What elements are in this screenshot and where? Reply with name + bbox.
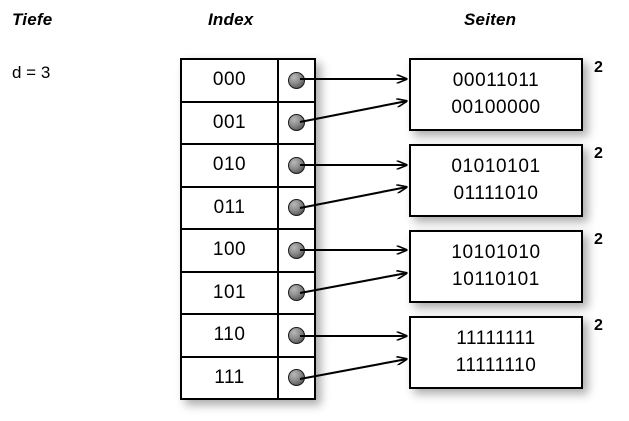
index-pointer-cell[interactable] (279, 358, 314, 399)
pointer-dot-icon (288, 241, 305, 259)
pointer-dot-icon (288, 199, 305, 217)
page-record: 11111110 (455, 354, 537, 376)
index-pointer-cell[interactable] (279, 103, 314, 144)
pointer-dot-icon (288, 326, 305, 344)
page-box[interactable]: 10101010 10110101 (409, 230, 583, 303)
index-row[interactable]: 001 (182, 102, 314, 145)
index-row[interactable]: 000 (182, 60, 314, 103)
index-row[interactable]: 101 (182, 272, 314, 315)
index-pointer-cell[interactable] (279, 188, 314, 229)
pointer-arrow (299, 187, 407, 210)
page-box[interactable]: 11111111 11111110 (409, 316, 583, 389)
page-record: 01111010 (453, 182, 539, 204)
depth-value: d = 3 (12, 63, 51, 82)
index-row[interactable]: 011 (182, 187, 314, 230)
index-directory-table: 000 001 010 011 100 101 110 (180, 58, 316, 400)
index-key: 100 (182, 230, 279, 271)
pointer-dot-icon (288, 369, 305, 387)
page-record: 01010101 (451, 155, 541, 177)
index-key: 010 (182, 145, 279, 186)
column-header-seiten: Seiten (464, 10, 517, 29)
index-pointer-cell[interactable] (279, 145, 314, 186)
index-row[interactable]: 111 (182, 357, 314, 399)
page-local-depth: 2 (594, 145, 603, 162)
page-record: 10110101 (452, 268, 540, 290)
index-row[interactable]: 010 (182, 145, 314, 188)
index-key: 001 (182, 102, 279, 143)
index-row[interactable]: 110 (182, 315, 314, 358)
page-local-depth: 2 (594, 317, 603, 334)
pointer-arrow (299, 273, 407, 295)
page-local-depth: 2 (594, 231, 603, 248)
index-key: 011 (182, 187, 279, 228)
page-record: 11111111 (456, 327, 536, 349)
index-row[interactable]: 100 (182, 230, 314, 273)
page-box[interactable]: 01010101 01111010 (409, 144, 583, 217)
column-header-index: Index (208, 10, 254, 29)
index-key: 111 (182, 357, 279, 398)
index-pointer-cell[interactable] (279, 230, 314, 271)
index-key: 110 (182, 315, 279, 356)
page-record: 10101010 (451, 241, 541, 263)
pointer-dot-icon (288, 71, 305, 89)
pointer-dot-icon (288, 114, 305, 132)
index-key: 101 (182, 272, 279, 313)
pointer-dot-icon (288, 156, 305, 174)
index-key: 000 (182, 60, 279, 101)
index-pointer-cell[interactable] (279, 273, 314, 314)
page-record: 00100000 (451, 96, 541, 118)
page-box[interactable]: 00011011 00100000 (409, 58, 583, 131)
pointer-arrow (299, 359, 407, 381)
page-local-depth: 2 (594, 59, 603, 76)
pointer-dot-icon (288, 284, 305, 302)
index-pointer-cell[interactable] (279, 315, 314, 356)
index-pointer-cell[interactable] (279, 60, 314, 101)
pointer-arrow (299, 101, 407, 124)
page-record: 00011011 (452, 69, 540, 91)
column-header-tiefe: Tiefe (12, 10, 53, 29)
